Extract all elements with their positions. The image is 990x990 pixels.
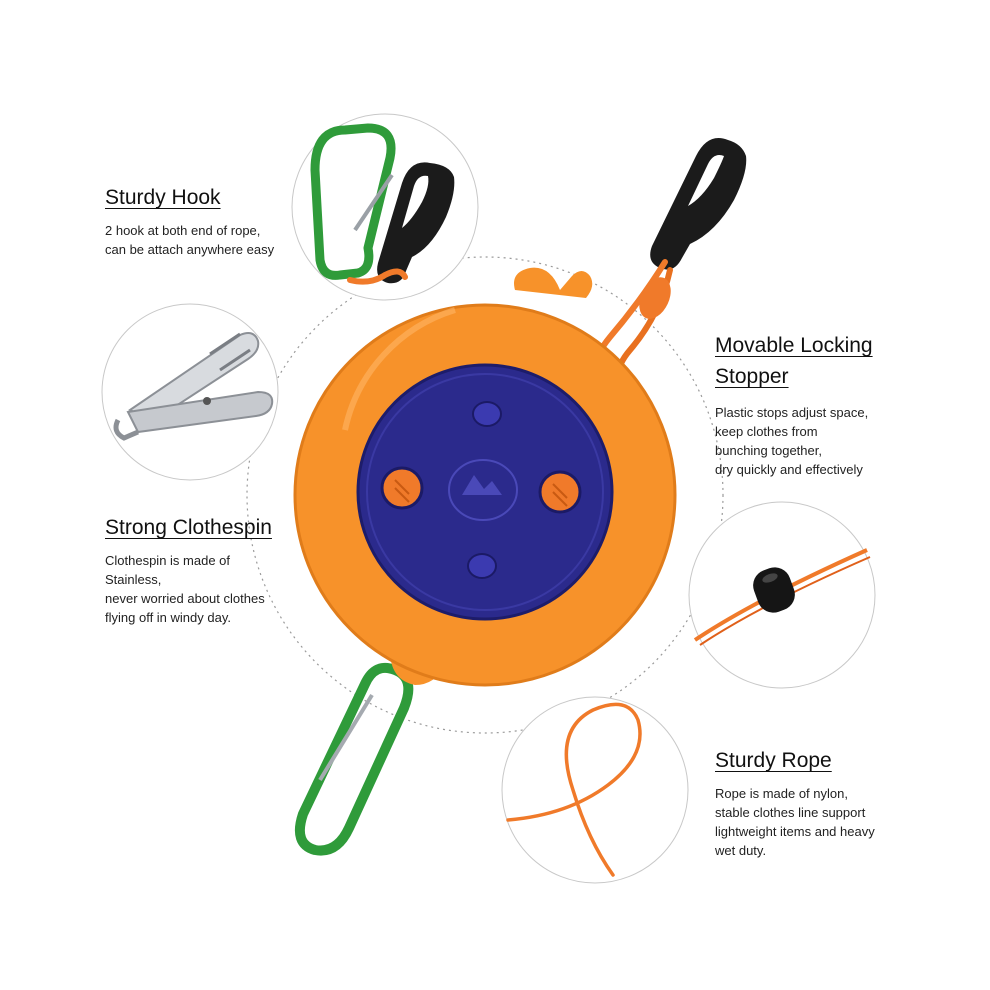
feature-line: lightweight items and heavy (715, 824, 875, 839)
callout-clothespin-circle (101, 303, 279, 481)
feature-sturdy-hook: Sturdy Hook 2 hook at both end of rope, … (105, 182, 315, 259)
feature-movable-locking-stopper: Movable Locking Stopper Plastic stops ad… (715, 330, 915, 479)
feature-description: Clothespin is made of Stainless, never w… (105, 551, 305, 627)
feature-line: flying off in windy day. (105, 610, 231, 625)
reel-face (356, 363, 614, 621)
cord-stopper-icon (693, 548, 871, 646)
feature-title-line: Stopper (715, 365, 789, 388)
feature-line: dry quickly and effectively (715, 462, 863, 477)
feature-title: Sturdy Hook (105, 186, 221, 209)
callout-rope-circle (501, 696, 689, 884)
callout-hook-circle (291, 113, 479, 301)
feature-strong-clothespin: Strong Clothespin Clothespin is made of … (105, 512, 305, 627)
feature-title: Movable Locking Stopper (715, 330, 915, 392)
feature-description: Plastic stops adjust space, keep clothes… (715, 403, 915, 479)
callout-stopper-circle (688, 501, 876, 689)
bottom-carabiner (295, 662, 414, 856)
feature-line: Stainless, (105, 572, 162, 587)
feature-line: never worried about clothes (105, 591, 265, 606)
dotted-guide-ring (246, 256, 724, 734)
feature-description: 2 hook at both end of rope, can be attac… (105, 221, 315, 259)
feature-line: keep clothes from (715, 424, 818, 439)
feature-line: bunching together, (715, 443, 822, 458)
feature-line: stable clothes line support (715, 805, 866, 820)
rope-loop-icon (506, 702, 642, 877)
feature-line: wet duty. (715, 843, 767, 858)
feature-line: Clothespin is made of (105, 553, 231, 568)
feature-line: Rope is made of nylon, (715, 786, 848, 801)
feature-line: 2 hook at both end of rope, (105, 223, 261, 238)
plastic-hook-icon (347, 162, 455, 285)
carabiner-icon (310, 123, 396, 280)
feature-title: Strong Clothespin (105, 516, 272, 539)
feature-title-line: Movable Locking (715, 334, 873, 357)
feature-line: Plastic stops adjust space, (715, 405, 869, 420)
feature-description: Rope is made of nylon, stable clothes li… (715, 784, 915, 860)
feature-line: can be attach anywhere easy (105, 242, 275, 257)
clothespin-icon (113, 332, 274, 441)
feature-sturdy-rope: Sturdy Rope Rope is made of nylon, stabl… (715, 745, 915, 860)
feature-title: Sturdy Rope (715, 749, 832, 772)
top-hook (650, 138, 747, 270)
